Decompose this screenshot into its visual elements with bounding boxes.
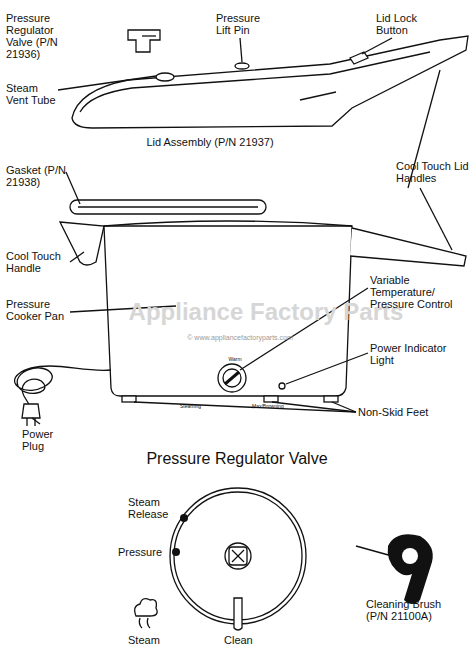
valve-cross (232, 550, 244, 562)
part-label: Steam Vent Tube (6, 82, 62, 106)
part-label: Cleaning Brush (P/N 21100A) (366, 598, 466, 622)
cool-touch-handle (60, 222, 104, 265)
part-label: Lid Assembly (P/N 21937) (100, 136, 320, 148)
part-label: Power Plug (22, 428, 62, 452)
gasket-detail (78, 206, 258, 207)
part-label: Lid Lock Button (376, 12, 430, 36)
part-label: Steaming (180, 403, 220, 409)
leader-line (420, 188, 452, 250)
steam-icon (139, 618, 150, 628)
part-label: Cool Touch Lid Handles (396, 160, 470, 184)
lid-assembly (72, 36, 468, 128)
non-skid-foot (324, 396, 338, 402)
section-heading: Pressure Regulator Valve (60, 450, 414, 468)
part-label: Pressure Cooker Pan (6, 298, 72, 322)
valve-detail (142, 35, 156, 36)
leader-line (286, 353, 368, 384)
pan-rim (104, 221, 352, 226)
leader-line (32, 418, 40, 424)
dial-pointer (225, 372, 239, 384)
part-label: Power Indicator Light (370, 342, 456, 366)
valve-center-cap (229, 547, 247, 565)
leader-line (70, 252, 84, 262)
steam-icon (135, 599, 157, 616)
control-dial (223, 369, 241, 387)
cool-touch-lid-handle (350, 228, 466, 266)
part-label: Pressure (118, 546, 170, 558)
part-label: © www.appliancefactoryparts.com (150, 334, 330, 342)
valve-cross (232, 550, 244, 562)
non-skid-foot (264, 396, 278, 402)
leader-line (332, 402, 356, 412)
lid-contour (300, 92, 336, 100)
lid-lock-button (350, 52, 368, 64)
leader-line (362, 38, 392, 54)
brush-bristles (356, 546, 392, 556)
regulator-valve-part (128, 30, 160, 52)
plug-prong (26, 418, 27, 426)
leader-line (272, 402, 356, 412)
part-label: Clean (224, 634, 264, 646)
power-indicator-light (279, 383, 285, 389)
power-cord (15, 366, 111, 406)
part-label: Pressure Lift Pin (216, 12, 268, 36)
power-plug (22, 404, 40, 418)
part-label: Pressure Regulator Valve (P/N 21936) (6, 12, 72, 60)
valve-center (225, 543, 251, 569)
cleaning-brush (388, 534, 433, 604)
leader-line (134, 402, 356, 412)
leader-line (66, 172, 80, 204)
part-label: Steam (128, 634, 168, 646)
leader-line (58, 76, 156, 90)
pressure-lift-pin (235, 63, 249, 69)
part-label: Variable Temperature/ Pressure Control (370, 274, 466, 310)
part-label: Cool Touch Handle (6, 250, 70, 274)
part-label: Max/Browning (252, 403, 302, 409)
position-dot (180, 514, 188, 522)
valve-lever (234, 598, 242, 630)
lid-contour (80, 52, 430, 112)
position-dot (172, 548, 180, 556)
non-skid-foot (122, 396, 136, 402)
gasket (70, 200, 266, 214)
steam-vent-tube (156, 73, 174, 81)
part-label: Gasket (P/N 21938) (6, 164, 72, 188)
part-label: Steam Release (128, 496, 176, 520)
brush-hole (402, 548, 418, 564)
part-label: Warm (220, 356, 250, 362)
leader-line (240, 38, 242, 62)
part-label: Non-Skid Feet (358, 406, 458, 418)
